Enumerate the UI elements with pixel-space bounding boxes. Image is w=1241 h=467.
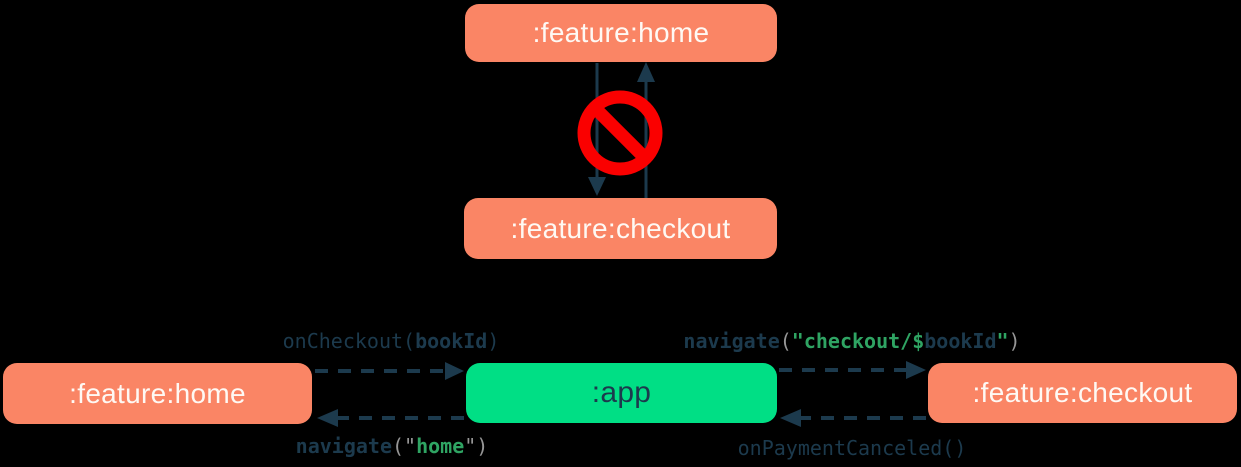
- event-arrow-home-to-app: [315, 362, 464, 380]
- module-label: :feature:home: [69, 377, 246, 409]
- module-label: :feature:checkout: [972, 377, 1193, 408]
- label-navigate-checkout: navigate("checkout/$bookId"): [683, 329, 1021, 353]
- label-navigate-home: navigate("home"): [295, 434, 489, 458]
- module-box-feature-checkout-bottom: :feature:checkout: [928, 363, 1237, 423]
- module-label: :feature:checkout: [510, 212, 731, 244]
- module-label: :app: [591, 376, 652, 409]
- module-box-app: :app: [466, 363, 777, 423]
- module-box-feature-checkout-top: :feature:checkout: [464, 198, 777, 259]
- nav-arrow-app-to-home: [317, 409, 464, 427]
- module-label: :feature:home: [532, 17, 710, 48]
- nav-arrow-app-to-checkout: [779, 361, 926, 379]
- module-box-feature-home-top: :feature:home: [465, 4, 777, 62]
- event-arrow-checkout-to-app: [780, 409, 926, 427]
- label-onpaymentcanceled: onPaymentCanceled(): [737, 436, 967, 460]
- label-oncheckout: onCheckout(bookId): [282, 329, 500, 353]
- no-entry-icon: [577, 90, 663, 176]
- module-box-feature-home-bottom: :feature:home: [3, 363, 312, 424]
